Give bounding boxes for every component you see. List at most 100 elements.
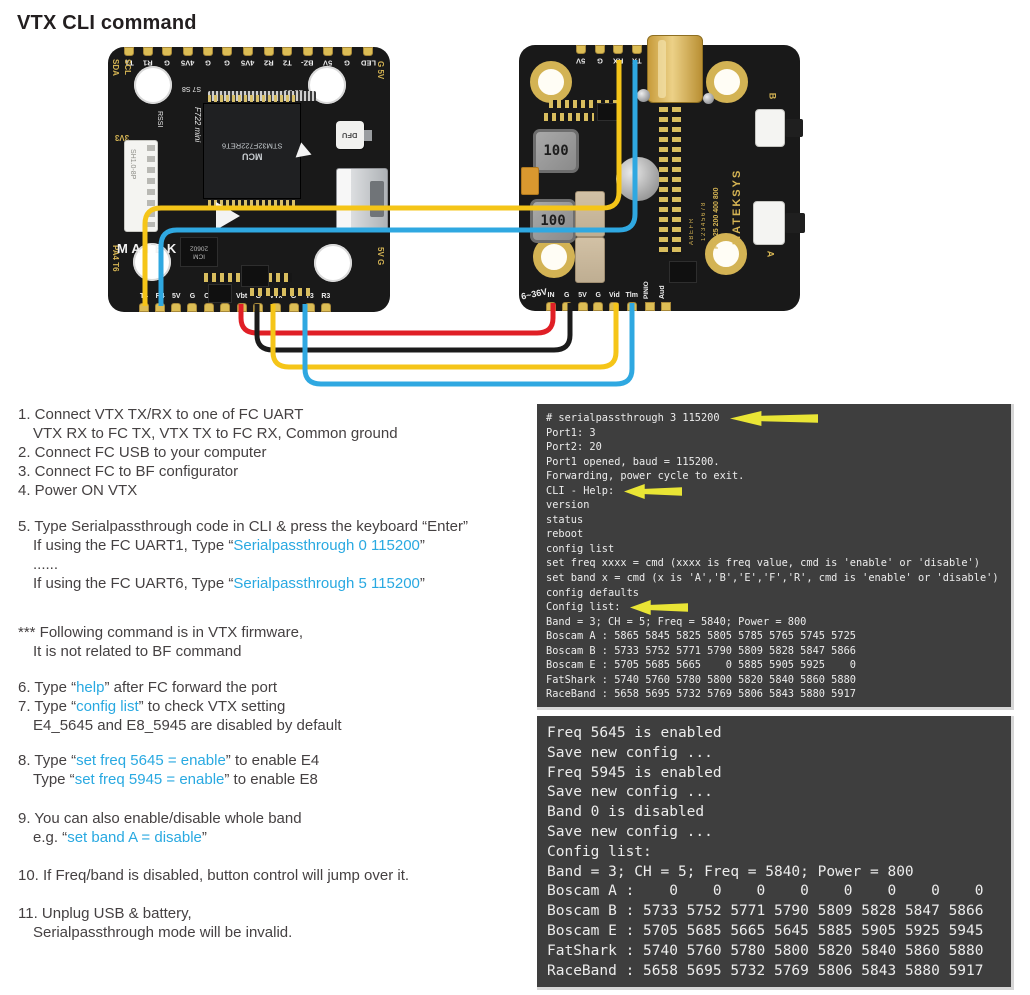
instruction-block-6: 9. You can also enable/disable whole ban… bbox=[18, 809, 534, 847]
aud-pad bbox=[661, 302, 671, 311]
dfu-button[interactable]: DFU bbox=[336, 121, 364, 149]
terminal-line: Boscam B : 5733 5752 5771 5790 5809 5828… bbox=[547, 903, 984, 920]
terminal-line: Freq 5645 is enabled bbox=[547, 725, 722, 741]
fc-label-5vg-bottom: 5V G bbox=[376, 247, 385, 266]
capacitor bbox=[521, 167, 539, 195]
vtx-button-b-nub[interactable] bbox=[785, 119, 803, 137]
cli-command-highlight: Serialpassthrough 0 115200 bbox=[233, 537, 420, 554]
fc-label-g5v-top: G 5V bbox=[376, 61, 385, 80]
vtx-dip-numbers: 1 2 3 4 5 6 7 8 bbox=[701, 202, 707, 241]
inductor-100: 100 bbox=[533, 129, 579, 173]
terminal-line: Boscam E : 5705 5685 5665 5645 5885 5905… bbox=[547, 922, 984, 939]
terminal-line: FatShark : 5740 5760 5780 5800 5820 5840… bbox=[546, 673, 856, 686]
dfu-button-nub bbox=[364, 130, 372, 141]
instruction-line: 11. Unplug USB & battery, bbox=[18, 905, 192, 922]
terminal-line: reboot bbox=[546, 528, 584, 541]
usb-slot bbox=[370, 181, 384, 217]
solder-pad: LED bbox=[361, 47, 376, 67]
solder-pad: T3 bbox=[304, 293, 315, 312]
connector-teeth bbox=[147, 145, 155, 227]
solder-pad: VTx bbox=[270, 293, 282, 312]
terminal-line: Save new config ... bbox=[547, 823, 713, 840]
gyro-part-number: 20602 bbox=[189, 245, 209, 252]
instruction-line: It is not related to BF command bbox=[33, 643, 242, 660]
solder-pad: TX bbox=[631, 45, 642, 65]
terminal-line: RaceBand : 5658 5695 5732 5769 5806 5843… bbox=[547, 962, 984, 979]
terminal-line: Band = 3; CH = 5; Freq = 5840; Power = 8… bbox=[547, 863, 914, 880]
solder-blob bbox=[703, 93, 714, 104]
instruction-line: 6. Type “help” after FC forward the port bbox=[18, 679, 278, 696]
pinio-pad bbox=[645, 302, 655, 311]
inductor-marking: 100 bbox=[540, 213, 566, 229]
fc-bottom-pads: T4R45VGC2C1VbtGVTxGT3R3 bbox=[139, 293, 331, 312]
matek-logo-icon bbox=[216, 202, 240, 230]
terminal-line: Boscam E : 5705 5685 5665 0 5885 5905 59… bbox=[546, 659, 856, 672]
smd-components bbox=[544, 113, 594, 121]
instruction-block-5: 8. Type “set freq 5645 = enable” to enab… bbox=[18, 751, 534, 789]
antenna-highlight bbox=[658, 40, 666, 98]
solder-pad: G bbox=[222, 47, 233, 67]
mcu-part-number: STM32F722RET6 bbox=[221, 141, 283, 151]
solder-pad: G bbox=[593, 292, 604, 311]
terminal-line: Boscam A : 5865 5845 5825 5805 5785 5765… bbox=[546, 630, 856, 643]
instruction-line: Serialpassthrough mode will be invalid. bbox=[33, 924, 293, 941]
terminal-line: Boscam A : 0 0 0 0 0 0 0 0 bbox=[547, 883, 984, 900]
vtx-label-aud: Aud bbox=[659, 285, 666, 299]
terminal-line: Band 0 is disabled bbox=[547, 804, 705, 821]
vtx-button-a[interactable] bbox=[753, 201, 785, 245]
mcu-label: MCU bbox=[241, 151, 263, 162]
fc-label-rssi: RSSI bbox=[156, 111, 163, 128]
solder-pad: Tlm bbox=[626, 292, 638, 311]
highlight-arrow-icon bbox=[624, 483, 683, 499]
sh1-connector[interactable]: SH1.0-8P bbox=[124, 140, 158, 232]
vtx-button-a-nub[interactable] bbox=[785, 213, 805, 233]
terminal-line: # serialpassthrough 3 115200 bbox=[546, 410, 1002, 426]
smd-ic bbox=[241, 265, 269, 287]
instruction-line: *** Following command is in VTX firmware… bbox=[18, 624, 304, 641]
vtx-button-b[interactable] bbox=[755, 109, 785, 147]
telemetry-wire bbox=[302, 303, 635, 387]
vtx-button-a-label: A bbox=[765, 250, 776, 258]
instruction-line: 3. Connect FC to BF configurator bbox=[18, 463, 239, 480]
vtx-brand-label: MATEKSYS bbox=[731, 168, 743, 245]
terminal-line: set freq xxxx = cmd (xxxx is freq value,… bbox=[546, 557, 980, 570]
video-wire bbox=[270, 303, 619, 370]
instruction-block-4: 6. Type “help” after FC forward the port… bbox=[18, 678, 534, 735]
terminal-line: Save new config ... bbox=[547, 784, 713, 801]
fc-mcu-chip: MCU STM32F722RET6 bbox=[203, 95, 301, 207]
smd-components bbox=[250, 288, 310, 296]
instruction-line: 7. Type “config list” to check VTX setti… bbox=[18, 698, 286, 715]
instruction-line: If using the FC UART1, Type “Serialpasst… bbox=[33, 537, 425, 554]
instruction-line: 2. Connect FC USB to your computer bbox=[18, 444, 267, 461]
solder-pad: R3 bbox=[320, 293, 331, 312]
gyro-label: ICM bbox=[193, 252, 205, 260]
metal-can-component bbox=[616, 157, 660, 201]
antenna-connector[interactable] bbox=[647, 35, 703, 103]
mounting-hole bbox=[134, 66, 172, 104]
vtx-power-labels: PIT 25 200 400 800 bbox=[713, 187, 720, 250]
page-title: VTX CLI command bbox=[17, 12, 197, 34]
fc-label-s7-s8: S7 S8 bbox=[182, 85, 202, 92]
terminal-line: RaceBand : 5658 5695 5732 5769 5806 5843… bbox=[546, 688, 856, 701]
solder-pad: Vbt bbox=[236, 293, 247, 312]
dfu-button-label: DFU bbox=[342, 130, 358, 140]
terminal-line: FatShark : 5740 5760 5780 5800 5820 5840… bbox=[547, 942, 984, 959]
solder-pad: R4 bbox=[155, 293, 166, 312]
terminal-line: set band x = cmd (x is 'A','B','E','F','… bbox=[546, 572, 999, 585]
mounting-hole bbox=[705, 233, 747, 275]
capacitor bbox=[575, 237, 605, 283]
fc-pad-label-sda: SDA bbox=[111, 59, 120, 76]
smd-ic bbox=[597, 103, 619, 121]
terminal-line: Save new config ... bbox=[547, 744, 713, 761]
terminal-line: config list bbox=[546, 542, 615, 555]
solder-pad: 4V5 bbox=[241, 47, 255, 67]
instruction-line: 8. Type “set freq 5645 = enable” to enab… bbox=[18, 752, 320, 769]
mounting-hole bbox=[314, 244, 352, 282]
